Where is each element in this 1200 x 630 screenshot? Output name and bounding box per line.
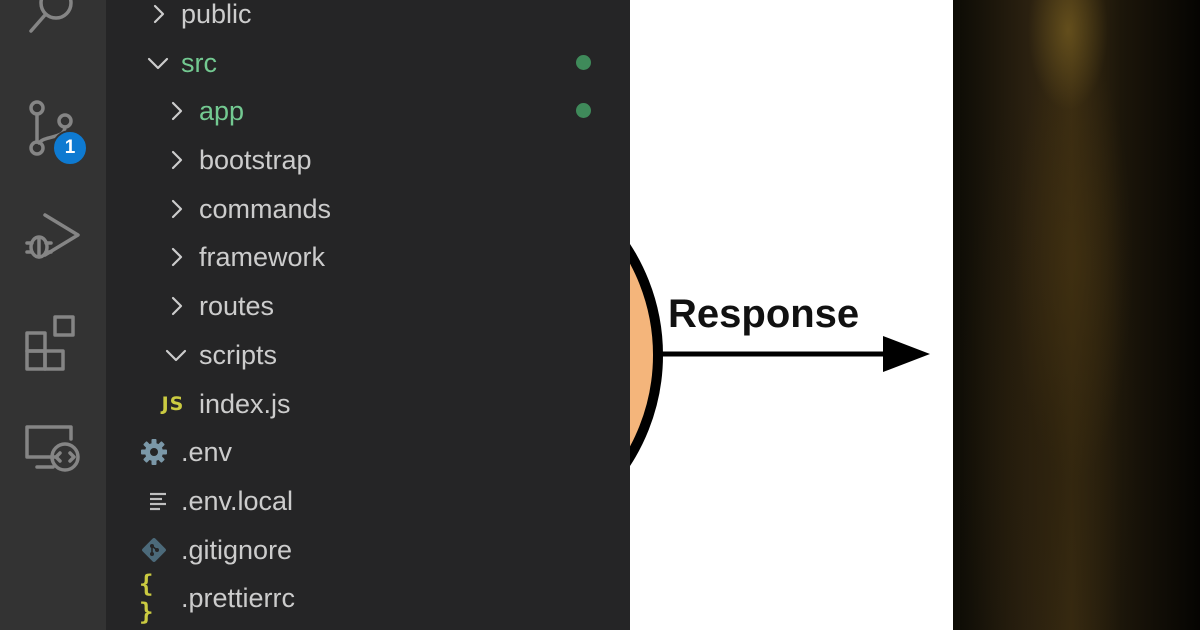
explorer-panel: public src app bootstrap c: [106, 0, 630, 630]
tree-item-public[interactable]: public: [106, 0, 630, 37]
extensions-icon[interactable]: [20, 308, 86, 374]
chevron-right-icon: [164, 294, 188, 318]
lines-icon: [143, 486, 173, 516]
tree-item-gitignore[interactable]: .gitignore: [106, 527, 630, 573]
tree-item-label: scripts: [199, 340, 278, 370]
tree-item-src[interactable]: src: [106, 40, 630, 86]
tree-item-commands[interactable]: commands: [106, 186, 630, 232]
tree-item-env-local[interactable]: .env.local: [106, 478, 630, 524]
source-control-icon[interactable]: [20, 96, 86, 162]
activity-bar: 1: [0, 0, 106, 630]
chevron-right-icon: [164, 197, 188, 221]
server-circle: [630, 244, 663, 466]
modified-indicator: [576, 103, 591, 118]
search-icon[interactable]: [20, 0, 86, 48]
chevron-right-icon: [164, 99, 188, 123]
tree-item-app[interactable]: app: [106, 88, 630, 134]
run-debug-icon[interactable]: [20, 202, 86, 268]
chevron-down-icon: [146, 51, 170, 75]
git-icon: [139, 535, 169, 565]
dark-photo-panel: [953, 0, 1200, 630]
tree-item-label: src: [181, 48, 217, 78]
js-icon: JS: [161, 393, 185, 415]
tree-item-env[interactable]: .env: [106, 429, 630, 475]
gear-icon: [139, 437, 169, 467]
tree-item-bootstrap[interactable]: bootstrap: [106, 137, 630, 183]
tree-item-routes[interactable]: routes: [106, 283, 630, 329]
tree-item-label: framework: [199, 242, 326, 272]
tree-item-label: commands: [199, 194, 332, 224]
tree-item-label: app: [199, 96, 245, 126]
tree-item-index-js[interactable]: JS index.js: [106, 381, 630, 427]
chevron-right-icon: [164, 245, 188, 269]
modified-indicator: [576, 55, 591, 70]
source-control-badge: 1: [52, 130, 88, 166]
braces-icon: { }: [139, 570, 154, 626]
tree-item-prettierrc[interactable]: { } .prettierrc: [106, 570, 630, 626]
tree-item-label: .env.local: [181, 486, 294, 516]
response-label: Response: [668, 292, 860, 336]
tree-item-label: index.js: [199, 389, 291, 419]
tree-item-label: .prettierrc: [181, 583, 296, 613]
tree-item-label: .env: [181, 437, 233, 467]
tree-item-label: routes: [199, 291, 275, 321]
chevron-down-icon: [164, 343, 188, 367]
tree-item-scripts[interactable]: scripts: [106, 332, 630, 378]
remote-explorer-icon[interactable]: [20, 414, 86, 480]
diagram-panel: Response: [630, 0, 953, 630]
chevron-right-icon: [146, 2, 170, 26]
arrow-head-icon: [883, 336, 930, 372]
tree-item-label: .gitignore: [181, 535, 293, 565]
tree-item-label: bootstrap: [199, 145, 312, 175]
tree-item-label: public: [181, 0, 252, 29]
chevron-right-icon: [164, 148, 188, 172]
diagram-graphic: [630, 244, 930, 466]
tree-item-framework[interactable]: framework: [106, 234, 630, 280]
